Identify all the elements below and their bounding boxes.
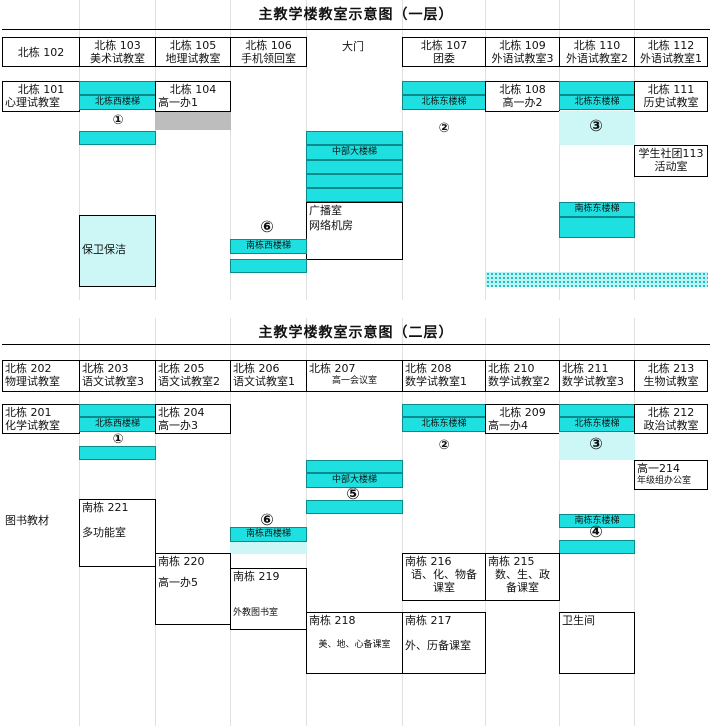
- middle-main-stairs: 中部大楼梯: [306, 473, 403, 488]
- stair-block: [402, 81, 486, 95]
- stair-block: [79, 446, 156, 460]
- north-west-stairs: 北栋西楼梯: [79, 417, 156, 432]
- stair-block: [559, 404, 635, 417]
- marker-5: ⑤: [346, 484, 360, 503]
- stair-block: [559, 217, 635, 238]
- stair-block: [79, 81, 156, 95]
- broadcast-room: 广播室 网络机房: [306, 202, 403, 260]
- room-217: 南栋 217 外、历备课室: [402, 612, 486, 674]
- toilet-room: 卫生间: [559, 612, 635, 674]
- marker-2: ②: [438, 438, 450, 453]
- room-221: 南栋 221 多功能室: [79, 499, 156, 567]
- marker-3: ③: [589, 116, 603, 135]
- stair-landing: [559, 432, 635, 460]
- stair-block: [79, 404, 156, 417]
- stair-landing: [230, 542, 307, 554]
- stair-block: [306, 174, 403, 188]
- south-west-stairs: 南栋西楼梯: [230, 527, 307, 542]
- stair-block: [306, 131, 403, 145]
- stair-block: [559, 81, 635, 95]
- stair-landing: [559, 111, 635, 145]
- north-east-stairs-1: 北栋东楼梯: [402, 95, 486, 110]
- room-219: 南栋 219 外教图书室: [230, 568, 307, 630]
- stair-block: [306, 160, 403, 174]
- north-east-stairs-2: 北栋东楼梯: [559, 95, 635, 110]
- north-west-stairs: 北栋西楼梯: [79, 95, 156, 110]
- south-east-stairs: 南栋东楼梯: [559, 202, 635, 217]
- stair-block: [306, 460, 403, 473]
- stair-block: [230, 259, 307, 273]
- main-gate-label: 大门: [342, 40, 364, 53]
- floor1-title: 主教学楼教室示意图（一层）: [258, 7, 454, 23]
- north-east-stairs-1: 北栋东楼梯: [402, 417, 486, 432]
- room-220: 南栋 220 高一办5: [155, 553, 231, 625]
- marker-3: ③: [589, 434, 603, 453]
- room-215: 南栋 215 数、生、政 备课室: [485, 553, 560, 601]
- room-218: 南栋 218 美、地、心备课室: [306, 612, 403, 674]
- marker-6: ⑥: [260, 217, 274, 236]
- stair-block: [306, 188, 403, 202]
- books-materials-label: 图书教材: [5, 514, 49, 527]
- stair-block: [306, 500, 403, 514]
- middle-main-stairs: 中部大楼梯: [306, 145, 403, 160]
- hatched-area: [486, 272, 708, 287]
- marker-6: ⑥: [260, 510, 274, 529]
- south-west-stairs: 南栋西楼梯: [230, 239, 307, 254]
- north-east-stairs-2: 北栋东楼梯: [559, 417, 635, 432]
- marker-1: ①: [112, 113, 124, 128]
- marker-4: ④: [589, 522, 603, 541]
- security-cleaning-room: 保卫保洁: [79, 215, 156, 287]
- room-102: 北栋 102: [2, 37, 80, 67]
- blocked-area: [155, 112, 231, 130]
- marker-2: ②: [438, 121, 450, 136]
- stair-block: [402, 404, 486, 417]
- south-east-stairs: 南栋东楼梯: [559, 514, 635, 528]
- room-216: 南栋 216 语、化、物备 课室: [402, 553, 486, 601]
- stair-block: [559, 540, 635, 554]
- floor2-title: 主教学楼教室示意图（二层）: [258, 325, 454, 341]
- stair-block: [79, 131, 156, 145]
- marker-1: ①: [112, 432, 124, 447]
